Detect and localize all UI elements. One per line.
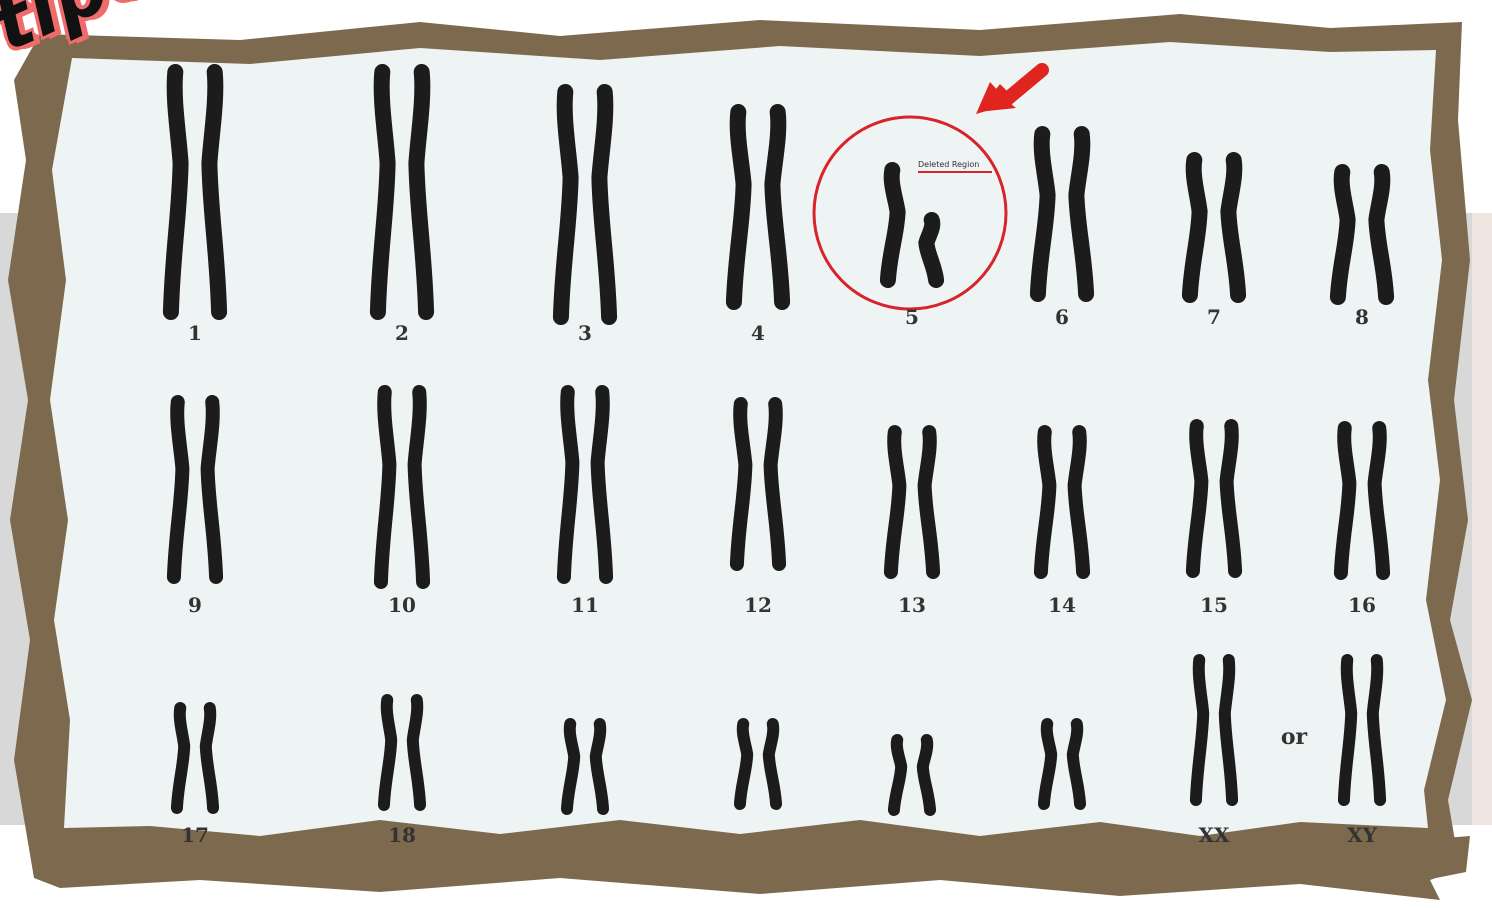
- chromosome-label: 1: [188, 321, 202, 345]
- chromosome-label: 2: [395, 321, 409, 345]
- chromosome-label: 9: [188, 593, 202, 617]
- chromatid: [894, 740, 901, 810]
- chromatid: [734, 112, 744, 302]
- chromatid: [1193, 426, 1201, 571]
- chromatid: [381, 392, 389, 582]
- chromosome-label: 7: [1207, 305, 1221, 329]
- chromatid: [737, 404, 745, 564]
- chromatid: [206, 708, 213, 808]
- chromosome-label: 18: [388, 823, 416, 847]
- chromosome-label: 13: [898, 593, 926, 617]
- chromosome-label: 8: [1355, 305, 1369, 329]
- chromatid: [769, 724, 776, 804]
- chromatid: [891, 432, 899, 572]
- chromatid: [1338, 172, 1348, 297]
- chromatid: [1196, 660, 1203, 800]
- chromatid: [925, 432, 933, 572]
- chromatid: [413, 700, 420, 805]
- chromatid-deleted: [926, 220, 936, 280]
- chromatid: [177, 708, 184, 808]
- chromatid: [171, 72, 181, 312]
- chromatid: [174, 402, 182, 577]
- chromatid: [1227, 426, 1235, 571]
- chromatid: [1228, 160, 1238, 295]
- chromatid: [1375, 428, 1383, 573]
- chromatid: [1344, 660, 1351, 800]
- chromatid: [598, 392, 606, 577]
- chromatid: [1038, 134, 1048, 294]
- chromatid: [1225, 660, 1232, 800]
- chromatid: [1076, 134, 1086, 294]
- chromatid: [561, 92, 571, 317]
- chromosome-label: 3: [578, 321, 592, 345]
- chromosome-label: 10: [388, 593, 416, 617]
- chromatid: [1373, 660, 1380, 800]
- chromatid: [888, 170, 898, 280]
- chromatid: [1376, 172, 1386, 297]
- chromatid: [378, 72, 388, 312]
- chromatid: [1044, 724, 1051, 804]
- chromosome-label: 12: [744, 593, 772, 617]
- chromosome-label: 11: [571, 593, 599, 617]
- chromatid: [1075, 432, 1083, 572]
- chromosome-label: 5: [905, 305, 919, 329]
- chromosome-label: 14: [1048, 593, 1076, 617]
- chromatid: [1073, 724, 1080, 804]
- chromosome-label: XY: [1347, 823, 1378, 847]
- chromosome-label: 16: [1348, 593, 1376, 617]
- chromatid: [1341, 428, 1349, 573]
- chromatid: [415, 392, 423, 582]
- chromosome-label: 15: [1200, 593, 1228, 617]
- chromatid: [772, 112, 782, 302]
- chromatid: [384, 700, 391, 805]
- chromatid: [923, 740, 930, 810]
- chromosome-label: XX: [1198, 823, 1230, 847]
- sex-chromosome-separator: or: [1281, 724, 1308, 750]
- chromatid: [771, 404, 779, 564]
- chromosome-label: 17: [181, 823, 209, 847]
- chromosome-label: 6: [1055, 305, 1069, 329]
- chromosome-label: 4: [751, 321, 765, 345]
- chromatid: [1041, 432, 1049, 572]
- chromatid: [1190, 160, 1200, 295]
- chromatid: [596, 724, 603, 809]
- chromatid: [208, 402, 216, 577]
- chromatid: [564, 392, 572, 577]
- chromatid: [567, 724, 574, 809]
- chromatid: [209, 72, 219, 312]
- chromatid: [599, 92, 609, 317]
- chromatid: [416, 72, 426, 312]
- deleted-region-label: Deleted Region: [918, 160, 979, 169]
- chromatid: [740, 724, 747, 804]
